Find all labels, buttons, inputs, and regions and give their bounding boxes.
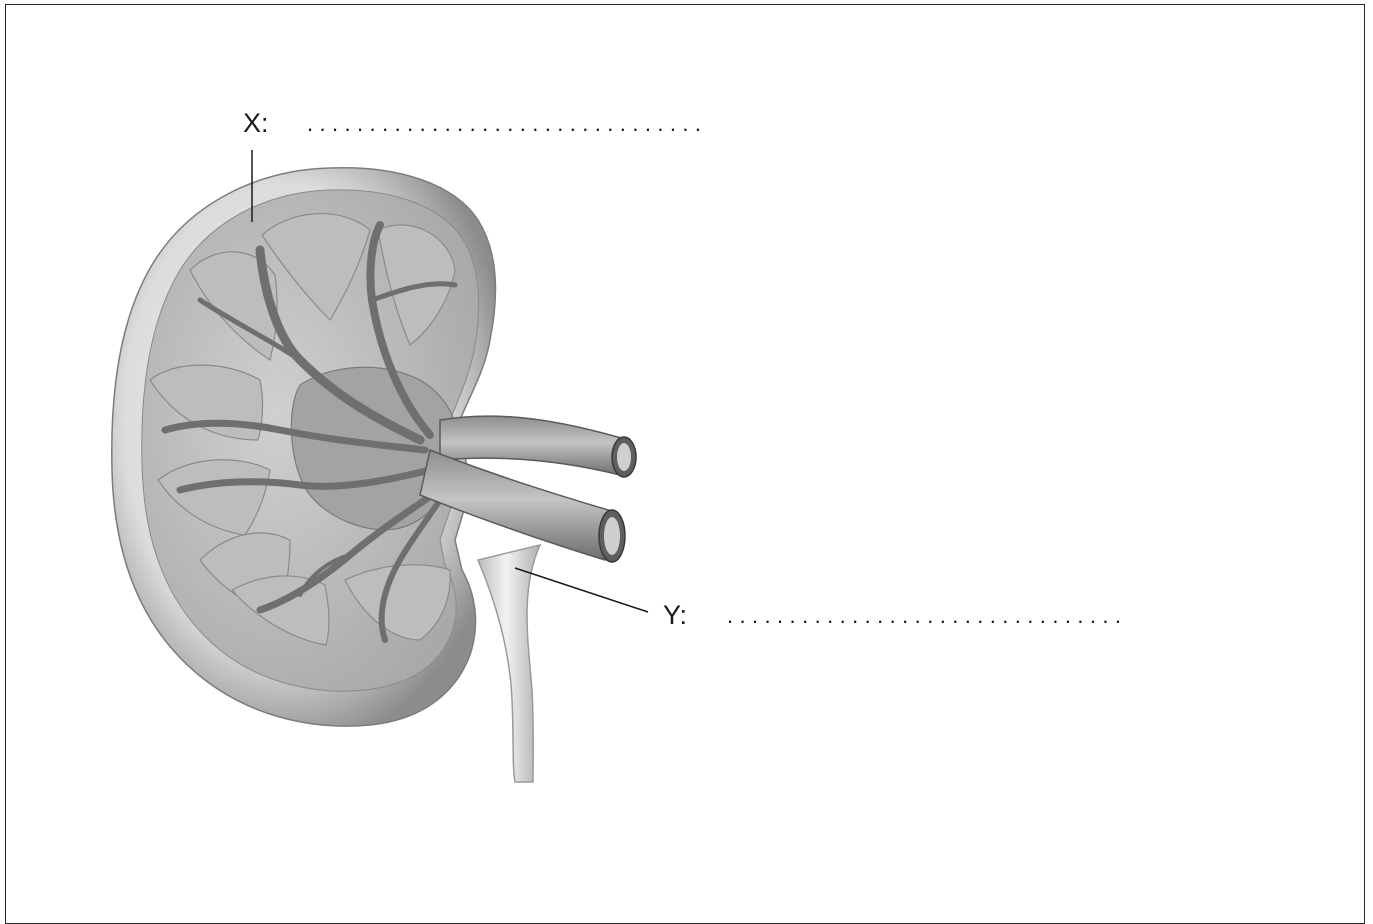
label-x: X: [243, 110, 269, 137]
label-y: Y: [663, 602, 687, 629]
y-leader-line [515, 568, 648, 612]
answer-line-x[interactable]: ................................ [307, 113, 707, 135]
answer-line-y[interactable]: ................................ [727, 605, 1127, 627]
ureter [478, 545, 540, 782]
